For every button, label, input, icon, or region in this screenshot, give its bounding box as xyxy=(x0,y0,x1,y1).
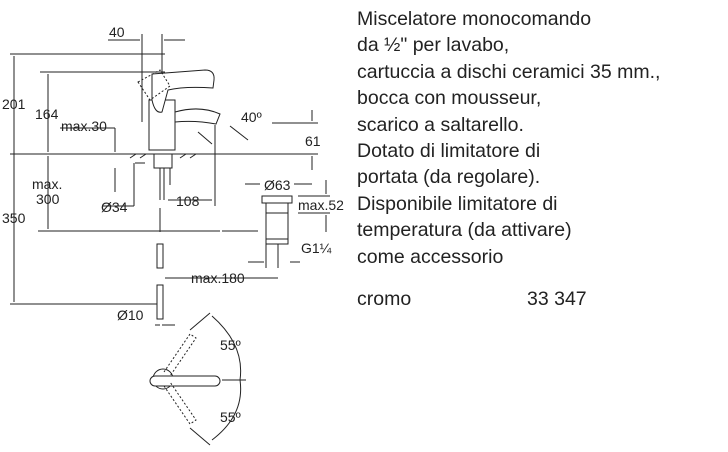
dim-108: 108 xyxy=(176,193,200,209)
dim-max300-a: max. xyxy=(32,176,62,192)
description-line: cartuccia a dischi ceramici 35 mm., xyxy=(357,60,661,83)
description-line: Miscelatore monocomando xyxy=(357,8,592,30)
dim-g114: G1¼ xyxy=(301,240,332,256)
dim-max180: max.180 xyxy=(191,270,245,286)
technical-drawing: 40 201 164 max.30 40º 61 max. 300 350 Ø3… xyxy=(2,24,344,446)
product-description: Miscelatore monocomando da ½" per lavabo… xyxy=(357,6,660,270)
product-code: 33 347 xyxy=(527,288,587,310)
finish-label: cromo xyxy=(357,288,412,310)
dim-61: 61 xyxy=(305,133,321,149)
dim-angle-55-top: 55º xyxy=(220,337,241,353)
dim-201: 201 xyxy=(2,96,26,112)
dim-angle-55-bottom: 55º xyxy=(220,409,241,425)
dim-164: 164 xyxy=(35,106,59,122)
description-line: temperatura (da attivare) xyxy=(357,219,572,242)
dim-max300-b: 300 xyxy=(36,191,60,207)
dim-d10: Ø10 xyxy=(117,307,144,323)
description-line: scarico a saltarello. xyxy=(357,113,524,136)
description-line: da ½" per lavabo, xyxy=(357,34,510,57)
dim-max30: max.30 xyxy=(61,118,107,134)
description-line: Disponibile limitatore di xyxy=(357,192,558,215)
dim-d63: Ø63 xyxy=(264,177,291,193)
description-line: portata (da regolare). xyxy=(357,166,541,189)
dim-angle-40: 40º xyxy=(241,109,262,125)
dim-350: 350 xyxy=(2,210,26,226)
description-line: come accessorio xyxy=(357,245,504,268)
description-line: Dotato di limitatore di xyxy=(357,140,541,163)
dim-d34: Ø34 xyxy=(101,199,128,215)
description-line: bocca con mousseur, xyxy=(357,87,542,110)
dim-max52: max.52 xyxy=(298,197,344,213)
dim-40: 40 xyxy=(109,24,125,40)
